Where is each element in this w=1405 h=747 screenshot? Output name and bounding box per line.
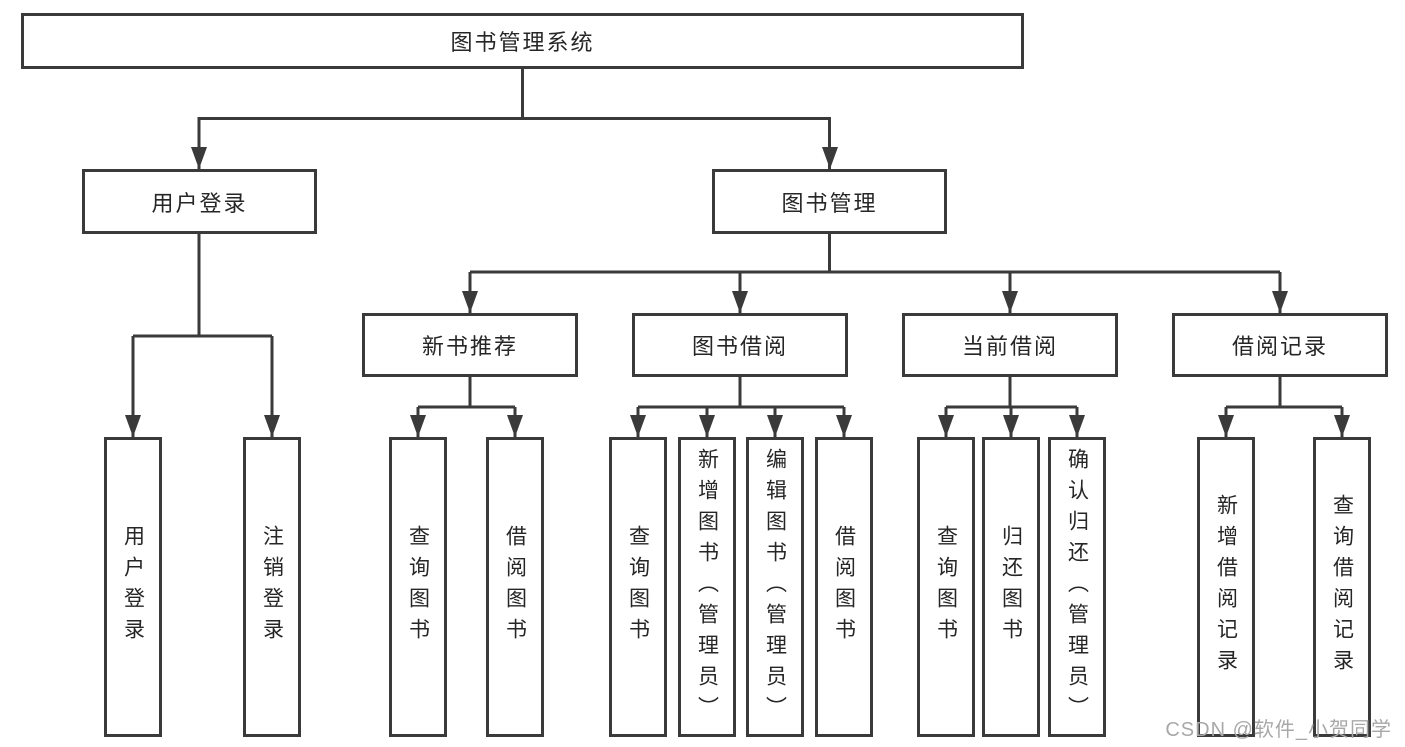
arrowhead-icon	[125, 415, 141, 437]
leaf-cb-confirm-return: 确认归还（管理员）	[1048, 437, 1106, 737]
node-current-borrowing: 当前借阅	[902, 313, 1118, 377]
arrowhead-icon	[1334, 415, 1350, 437]
leaf-bb-add-books-label: 新增图书（管理员）	[695, 447, 719, 727]
leaf-bb-borrow-books: 借阅图书	[815, 437, 873, 737]
leaf-logout-label: 注销登录	[260, 525, 284, 649]
leaf-br-add-record: 新增借阅记录	[1197, 437, 1255, 737]
leaf-br-query-record-label: 查询借阅记录	[1330, 494, 1354, 680]
leaf-cb-return-books: 归还图书	[982, 437, 1040, 737]
leaf-cb-query-books-label: 查询图书	[934, 525, 958, 649]
leaf-nbr-borrow-books-label: 借阅图书	[503, 525, 527, 649]
leaf-bb-query-books: 查询图书	[609, 437, 667, 737]
node-borrowing-records: 借阅记录	[1172, 313, 1388, 377]
arrowhead-icon	[1218, 415, 1234, 437]
node-book-management: 图书管理	[712, 169, 947, 234]
csdn-watermark: CSDN @软件_小贺同学	[1165, 719, 1392, 741]
leaf-br-query-record: 查询借阅记录	[1313, 437, 1371, 737]
arrowhead-icon	[507, 415, 523, 437]
node-new-book-recommend: 新书推荐	[362, 313, 578, 377]
arrowhead-icon	[410, 415, 426, 437]
leaf-cb-return-books-label: 归还图书	[999, 525, 1023, 649]
node-borrowing-records-label: 借阅记录	[1231, 334, 1328, 359]
arrowhead-icon	[1002, 291, 1018, 313]
leaf-cb-confirm-return-label: 确认归还（管理员）	[1065, 447, 1089, 727]
arrowhead-icon	[630, 415, 646, 437]
node-root: 图书管理系统	[21, 13, 1024, 69]
leaf-bb-borrow-books-label: 借阅图书	[832, 525, 856, 649]
leaf-nbr-borrow-books: 借阅图书	[486, 437, 544, 737]
arrowhead-icon	[264, 415, 280, 437]
arrowhead-icon	[822, 147, 838, 169]
leaf-bb-query-books-label: 查询图书	[626, 525, 650, 649]
leaf-user-login: 用户登录	[104, 437, 162, 737]
node-book-management-label: 图书管理	[781, 190, 878, 216]
leaf-nbr-query-books: 查询图书	[389, 437, 447, 737]
leaf-bb-add-books: 新增图书（管理员）	[678, 437, 736, 737]
arrowhead-icon	[767, 415, 783, 437]
arrowhead-icon	[1272, 291, 1288, 313]
arrowhead-icon	[732, 291, 748, 313]
arrowhead-icon	[938, 415, 954, 437]
node-new-book-recommend-label: 新书推荐	[421, 334, 518, 359]
connector-lines	[131, 69, 1344, 437]
node-current-borrowing-label: 当前借阅	[961, 334, 1058, 359]
arrowhead-icon	[836, 415, 852, 437]
leaf-bb-edit-books-label: 编辑图书（管理员）	[763, 447, 787, 727]
leaf-br-add-record-label: 新增借阅记录	[1214, 494, 1238, 680]
node-user-login-label: 用户登录	[151, 190, 248, 216]
arrowhead-icon	[699, 415, 715, 437]
arrowhead-icon	[1069, 415, 1085, 437]
node-root-label: 图书管理系统	[450, 30, 595, 55]
leaf-logout: 注销登录	[243, 437, 301, 737]
node-user-login: 用户登录	[82, 169, 317, 234]
arrowhead-icon	[1003, 415, 1019, 437]
arrowhead-icon	[462, 291, 478, 313]
leaf-cb-query-books: 查询图书	[917, 437, 975, 737]
node-book-borrowing: 图书借阅	[632, 313, 848, 377]
leaf-user-login-label: 用户登录	[121, 525, 145, 649]
arrowhead-icon	[191, 147, 207, 169]
node-book-borrowing-label: 图书借阅	[691, 334, 788, 359]
leaf-nbr-query-books-label: 查询图书	[406, 525, 430, 649]
leaf-bb-edit-books: 编辑图书（管理员）	[746, 437, 804, 737]
